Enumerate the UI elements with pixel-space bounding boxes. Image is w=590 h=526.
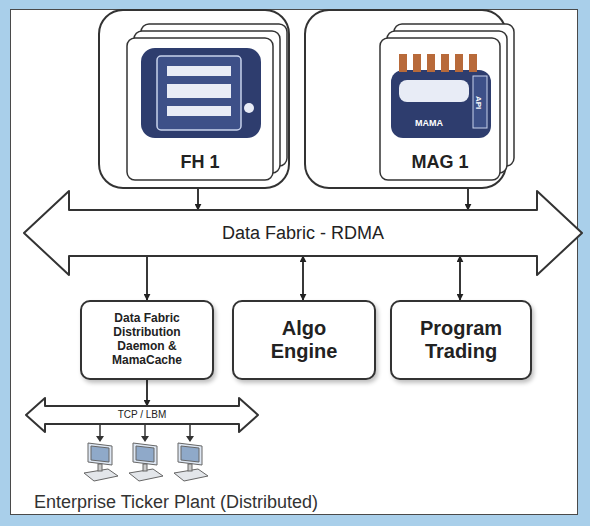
rdma-data-fabric-band: Data Fabric - RDMA (23, 190, 583, 276)
market-access-gateway-container: MAG 1 API MAMA (303, 8, 508, 190)
illustration-label: API (474, 96, 483, 109)
node-text: MAG 1 (411, 152, 468, 173)
text-region: Data Fabric - RDMA (23, 190, 583, 276)
feed-handler-container: FH 1 (97, 8, 291, 190)
text-region: FH 1 (127, 148, 273, 176)
tcp-lbm-band: TCP / LBM (25, 397, 259, 433)
node-text: TCP / LBM (118, 409, 167, 421)
text-region: MAG 1 (380, 148, 500, 176)
connector-arrow (146, 256, 148, 300)
node-text: Algo Engine (249, 317, 359, 363)
node-text: Data Fabric Distribution Daemon & MamaCa… (95, 312, 199, 367)
node-text: Program Trading (406, 317, 516, 363)
text-region: TCP / LBM (25, 397, 259, 433)
connector-arrow (459, 256, 461, 300)
illustration-label: MAMA (415, 118, 443, 128)
program-trading-box: Program Trading (390, 300, 532, 380)
connector-arrow (146, 380, 148, 406)
node-text: FH 1 (180, 152, 219, 173)
algo-engine-box: Algo Engine (232, 300, 376, 380)
connector-arrow (302, 256, 304, 300)
caption: Enterprise Ticker Plant (Distributed) (34, 492, 318, 513)
node-text: Data Fabric - RDMA (222, 223, 384, 244)
distribution-daemon-box: Data Fabric Distribution Daemon & MamaCa… (80, 300, 214, 380)
